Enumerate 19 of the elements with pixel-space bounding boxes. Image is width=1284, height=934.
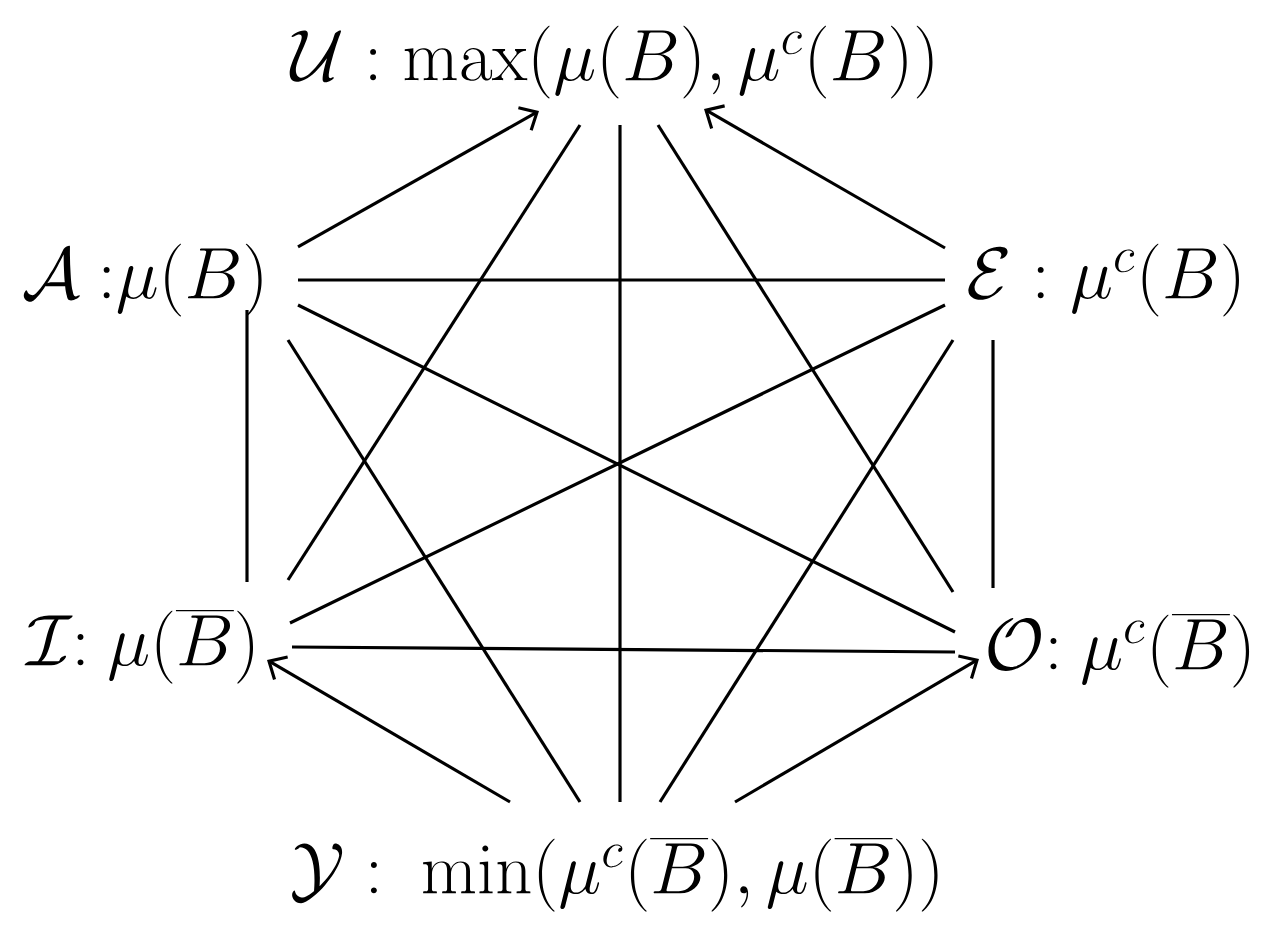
- connector-line: [286, 339, 582, 803]
- connector-line: [298, 278, 945, 282]
- formula-label: $\mathcal{I}{:}\ \mu(\overline{B})$: [24, 610, 254, 684]
- formula-label: $\mathcal{O}{:}\ \mu^c(\overline{B})$: [988, 614, 1250, 688]
- arrow: [734, 654, 979, 804]
- arrow: [704, 104, 946, 250]
- arrow: [297, 106, 539, 249]
- formula-label: $\mathcal{Y} :\ \min(\mu^c(\overline{B}), \mu(\overline{B}))$: [292, 838, 938, 912]
- connector-line: [618, 125, 622, 802]
- connector-line: [286, 124, 582, 581]
- connector-line: [656, 124, 955, 593]
- arrow: [267, 655, 511, 804]
- formula-label: $\mathcal{A}\ {:}\mu(B)$: [23, 243, 262, 317]
- formula-label: $\mathcal{U} : \max(\mu(B), \mu^c(B))$: [289, 25, 933, 99]
- connector-line: [292, 645, 955, 654]
- connector-line: [991, 340, 995, 588]
- connector-line: [658, 339, 955, 803]
- formula-label: $\mathcal{E} : \mu^c(B)$: [968, 243, 1239, 317]
- connector-line: [245, 310, 249, 582]
